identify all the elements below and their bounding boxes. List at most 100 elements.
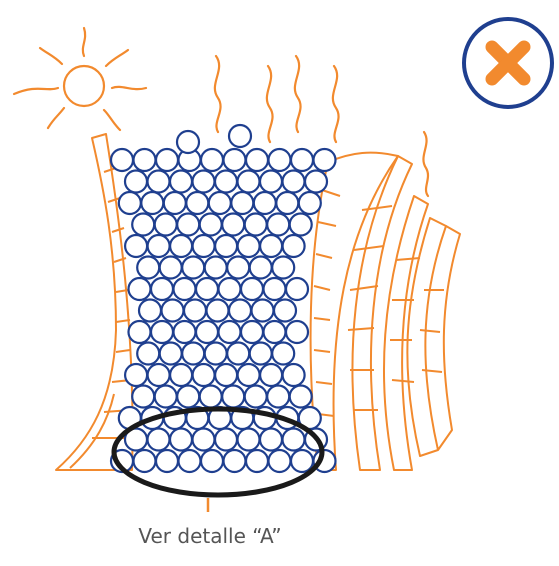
ball: [125, 364, 147, 386]
ball: [219, 321, 241, 343]
ball: [179, 450, 201, 472]
ball: [246, 450, 268, 472]
ball: [177, 386, 199, 408]
ball: [193, 429, 215, 451]
ball: [290, 214, 312, 236]
ball: [229, 125, 251, 147]
ball: [274, 300, 296, 322]
ball: [245, 386, 267, 408]
ball: [215, 235, 237, 257]
ball: [196, 321, 218, 343]
ball: [177, 131, 199, 153]
ball: [286, 321, 308, 343]
ball: [193, 364, 215, 386]
ball: [314, 149, 336, 171]
ball: [125, 171, 147, 193]
sun-icon: [14, 28, 146, 130]
ball: [267, 214, 289, 236]
ball: [238, 364, 260, 386]
ball: [201, 149, 223, 171]
ball: [252, 300, 274, 322]
ball: [137, 343, 159, 365]
ball: [125, 235, 147, 257]
ball: [231, 192, 253, 214]
ball: [269, 450, 291, 472]
ball: [290, 386, 312, 408]
ball: [200, 214, 222, 236]
ball: [111, 149, 133, 171]
ball: [201, 450, 223, 472]
ball: [207, 300, 229, 322]
ball: [283, 364, 305, 386]
ball: [229, 300, 251, 322]
ball: [193, 235, 215, 257]
ball: [151, 278, 173, 300]
ball: [155, 386, 177, 408]
ball: [222, 214, 244, 236]
ball: [267, 386, 289, 408]
ball: [160, 343, 182, 365]
ball: [170, 171, 192, 193]
ball: [219, 278, 241, 300]
detail-a-caption: Ver detalle “A”: [0, 524, 420, 548]
ball: [141, 192, 163, 214]
ball: [200, 386, 222, 408]
ball: [132, 214, 154, 236]
ball: [222, 386, 244, 408]
ball: [276, 192, 298, 214]
ball: [272, 257, 294, 279]
ball: [272, 343, 294, 365]
ball: [241, 278, 263, 300]
ball: [227, 343, 249, 365]
ball: [260, 235, 282, 257]
ball: [148, 171, 170, 193]
ball: [238, 429, 260, 451]
ball: [264, 321, 286, 343]
ball: [215, 171, 237, 193]
ball: [148, 429, 170, 451]
ball: [186, 192, 208, 214]
ball: [260, 364, 282, 386]
ball: [129, 321, 151, 343]
ball: [155, 214, 177, 236]
ball: [241, 321, 263, 343]
ball: [291, 450, 313, 472]
ball: [305, 171, 327, 193]
ball: [139, 300, 161, 322]
ball: [250, 343, 272, 365]
ball: [184, 300, 206, 322]
ball: [227, 257, 249, 279]
ball: [196, 278, 218, 300]
ball: [182, 257, 204, 279]
ball: [148, 235, 170, 257]
ball: [238, 235, 260, 257]
ball: [209, 192, 231, 214]
ball: [156, 149, 178, 171]
ball: [215, 364, 237, 386]
ball: [291, 149, 313, 171]
ball: [224, 149, 246, 171]
ball: [170, 429, 192, 451]
ball: [132, 386, 154, 408]
ball: [177, 214, 199, 236]
ball: [162, 300, 184, 322]
ball: [174, 321, 196, 343]
ball: [254, 192, 276, 214]
ball: [269, 149, 291, 171]
ball: [134, 149, 156, 171]
ball: [148, 364, 170, 386]
right-fiber-wall: [311, 153, 460, 470]
ball: [156, 450, 178, 472]
close-icon: [464, 19, 552, 107]
ball: [151, 321, 173, 343]
ball: [245, 214, 267, 236]
ball: [264, 278, 286, 300]
ball: [283, 235, 305, 257]
ball: [119, 192, 141, 214]
ball: [205, 257, 227, 279]
ball: [250, 257, 272, 279]
ball: [170, 235, 192, 257]
ball: [246, 149, 268, 171]
ball: [215, 429, 237, 451]
